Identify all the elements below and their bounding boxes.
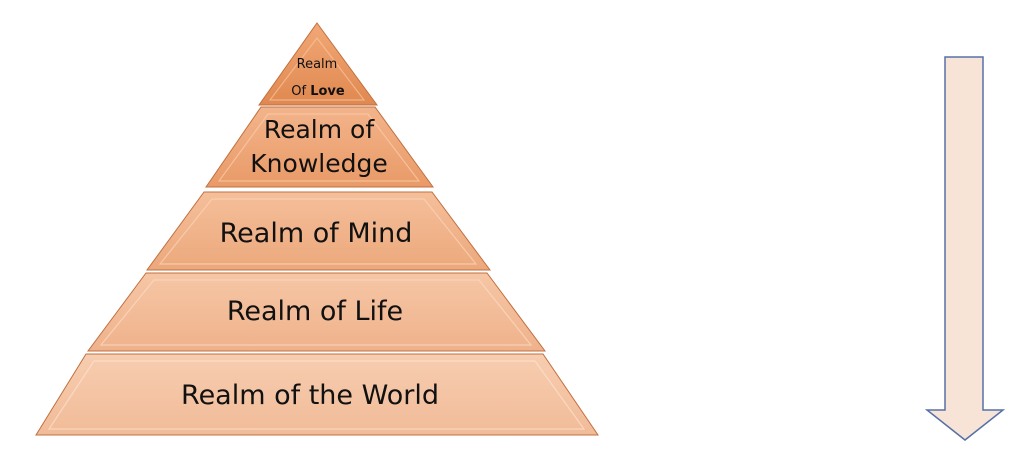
pyramid-level-world: Realm of the World	[35, 353, 599, 436]
pyramid-level-love: Realm Of Love	[258, 22, 378, 106]
level-world-label: Realm of the World	[181, 380, 439, 411]
down-arrow-icon	[924, 56, 1006, 441]
level-mind-label: Realm of Mind	[220, 218, 413, 249]
level-love-bold: Love	[310, 84, 345, 99]
level-life-label: Realm of Life	[227, 296, 403, 327]
pyramid-level-knowledge: Realm of Knowledge	[205, 106, 434, 188]
level-love-line1: Realm	[297, 57, 338, 72]
pyramid-level-life: Realm of Life	[87, 272, 546, 352]
pyramid: Realm Of Love Realm of Knowledge Realm o…	[35, 22, 599, 436]
level-love-prefix: Of	[291, 84, 310, 99]
level-knowledge-line1: Realm of	[264, 115, 375, 144]
level-love-line2: Of Love	[291, 84, 345, 99]
level-knowledge-line2: Knowledge	[250, 149, 387, 178]
pyramid-level-mind: Realm of Mind	[146, 191, 491, 271]
